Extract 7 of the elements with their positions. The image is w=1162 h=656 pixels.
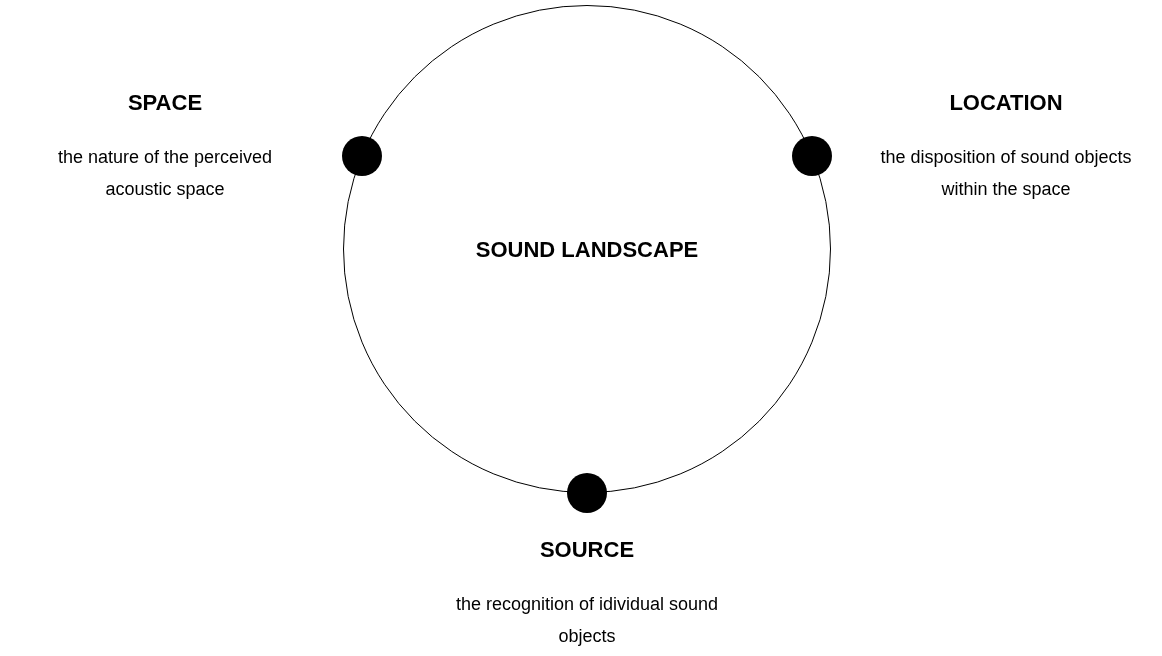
dimension-description: the nature of the perceived acoustic space: [56, 146, 274, 201]
dimension-heading: SOURCE: [539, 536, 635, 564]
center-title: SOUND LANDSCAPE: [475, 235, 699, 264]
dimension-description: the recognition of idividual sound objects: [454, 593, 720, 648]
dimension-heading: SPACE: [127, 89, 203, 117]
dimension-description: the disposition of sound objects within the space: [879, 146, 1133, 201]
dimension-heading: LOCATION: [949, 89, 1063, 117]
